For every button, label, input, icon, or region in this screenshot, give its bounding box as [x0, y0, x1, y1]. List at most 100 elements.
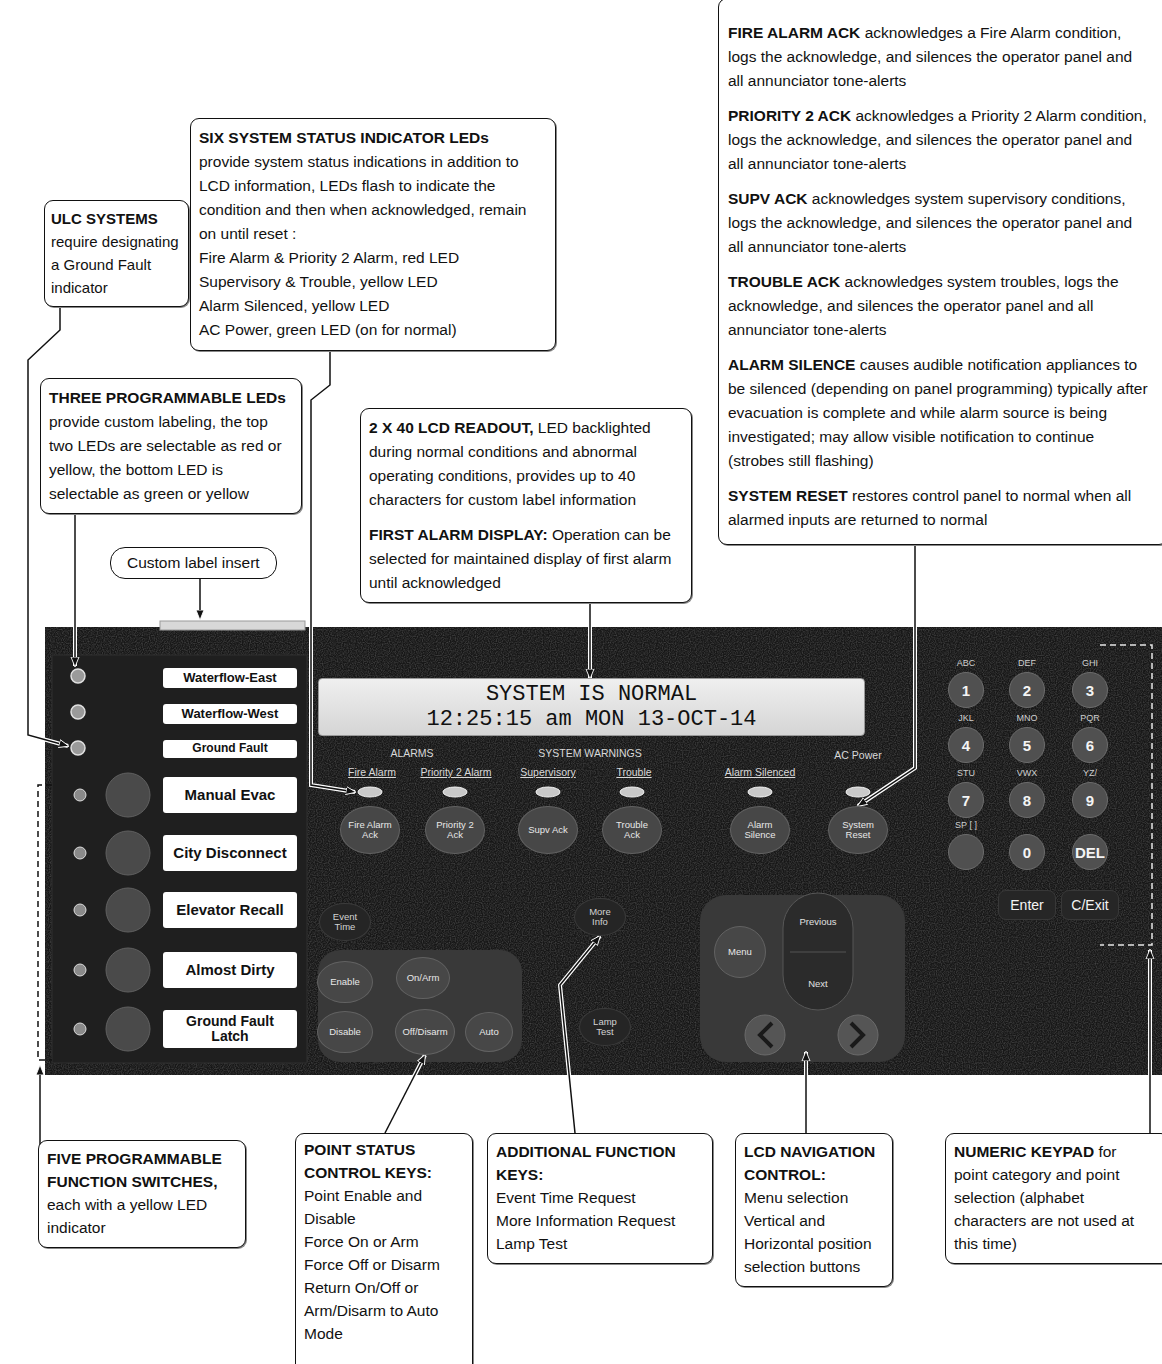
- label-insert: Waterflow-West: [163, 704, 297, 724]
- callout-heading: ADDITIONAL FUNCTION KEYS:: [496, 1143, 676, 1183]
- callout-heading: SYSTEM RESET: [728, 487, 848, 504]
- panel-button: On/Arm: [396, 957, 450, 999]
- button-text: Lamp Test: [586, 1017, 624, 1038]
- callout-text: Force Off or Disarm: [304, 1256, 440, 1273]
- keypad-key: ABC1: [948, 672, 984, 708]
- callout-text: AC Power, green LED (on for normal): [199, 321, 457, 338]
- leader-halo: [588, 603, 592, 678]
- callout-box: SIX SYSTEM STATUS INDICATOR LEDsprovide …: [190, 118, 556, 351]
- callout-text: Return On/Off or Arm/Disarm to Auto Mode: [304, 1279, 438, 1342]
- label-insert: City Disconnect: [163, 835, 297, 871]
- callout-heading: FIRST ALARM DISPLAY:: [369, 526, 548, 543]
- lcd-readout: SYSTEM IS NORMAL12:25:15 am MON 13-OCT-1…: [318, 678, 865, 736]
- keypad-key: VWX8: [1009, 782, 1045, 818]
- keypad-key: GHI3: [1072, 672, 1108, 708]
- keypad-key: STU7: [948, 782, 984, 818]
- button-text: System Reset: [835, 820, 881, 841]
- panel-button: Priority 2 Ack: [425, 806, 485, 854]
- keypad-key: DEL: [1072, 834, 1108, 870]
- programmable-led: [71, 669, 85, 683]
- rocker-divider: [790, 952, 846, 953]
- key-digit: 9: [1086, 792, 1094, 809]
- label-text: Almost Dirty: [185, 962, 274, 979]
- callout-box: ULC SYSTEMS require designating a Ground …: [44, 200, 189, 307]
- callout-text: provide custom labeling, the top two LED…: [49, 413, 282, 502]
- leader-line: [858, 545, 915, 806]
- label-strip: [52, 655, 307, 1063]
- key-letters: DEF: [1018, 658, 1036, 668]
- function-switch: [106, 773, 150, 817]
- callout-text: require designating a Ground Fault indic…: [51, 233, 179, 296]
- callout-heading: ULC SYSTEMS: [51, 210, 158, 227]
- callout-heading: NUMERIC KEYPAD: [954, 1143, 1094, 1160]
- indicator-label: Trouble: [616, 766, 651, 778]
- label-insert: Ground Fault Latch: [163, 1010, 297, 1048]
- keypad-key: Enter: [998, 890, 1056, 920]
- key-digit: 1: [962, 682, 970, 699]
- callout-text: Vertical and Horizontal position selecti…: [744, 1212, 872, 1275]
- key-digit: 8: [1023, 792, 1031, 809]
- label-text: City Disconnect: [173, 845, 286, 862]
- button-text: Previous: [800, 917, 837, 927]
- keypad-key: 0: [1009, 834, 1045, 870]
- label-text: Waterflow-East: [183, 671, 276, 685]
- callout-text: Event Time Request: [496, 1189, 636, 1206]
- leader-connector: [385, 1055, 425, 1133]
- panel-button: Auto: [465, 1012, 513, 1052]
- callout-text: Point Enable and Disable: [304, 1187, 422, 1227]
- button-text: Priority 2 Ack: [432, 820, 478, 841]
- indicator-label: Fire Alarm: [348, 766, 396, 778]
- button-text: More Info: [581, 907, 619, 928]
- callout-heading: ALARM SILENCE: [728, 356, 855, 373]
- key-letters: YZ/: [1083, 768, 1097, 778]
- leader-line: [385, 1055, 425, 1133]
- panel-button: Next: [787, 964, 849, 1004]
- lcd-line: SYSTEM IS NORMAL: [325, 682, 858, 707]
- panel-button: Menu: [714, 926, 766, 978]
- label-insert: Waterflow-East: [163, 668, 297, 688]
- panel-button: Enable: [317, 961, 373, 1003]
- indicator-label: Alarm Silenced: [725, 766, 796, 778]
- button-text: Off/Disarm: [402, 1027, 447, 1037]
- button-text: Fire Alarm Ack: [347, 820, 393, 841]
- callout-text: each with a yellow LED indicator: [47, 1196, 207, 1236]
- leader-arrow: [74, 490, 76, 666]
- indicator-label: AC Power: [834, 749, 881, 761]
- status-led: [358, 787, 382, 797]
- switch-led: [74, 1023, 86, 1035]
- callout-heading: FIVE PROGRAMMABLE FUNCTION SWITCHES,: [47, 1150, 222, 1190]
- callout-heading: THREE PROGRAMMABLE LEDs: [49, 389, 286, 406]
- status-led: [748, 787, 772, 797]
- status-led: [536, 787, 560, 797]
- label-insert: Elevator Recall: [163, 892, 297, 928]
- key-digit: 3: [1086, 682, 1094, 699]
- status-led: [620, 787, 644, 797]
- indicator-label: Supervisory: [520, 766, 575, 778]
- button-text: Auto: [479, 1027, 499, 1037]
- label-text: Ground Fault: [192, 742, 267, 755]
- label-text: Elevator Recall: [176, 902, 284, 919]
- status-led: [443, 787, 467, 797]
- panel-button: System Reset: [828, 806, 888, 854]
- lcd-line: 12:25:15 am MON 13-OCT-14: [325, 707, 858, 732]
- callout-text: Supervisory & Trouble, yellow LED: [199, 273, 438, 290]
- label-text: Ground Fault Latch: [167, 1014, 293, 1045]
- key-digit: 2: [1023, 682, 1031, 699]
- panel-button: Supv Ack: [518, 806, 578, 854]
- button-text: Menu: [728, 947, 752, 957]
- switch-led: [74, 904, 86, 916]
- function-switch: [106, 948, 150, 992]
- key-digit: 7: [962, 792, 970, 809]
- programmable-led: [71, 741, 85, 755]
- button-text: Trouble Ack: [609, 820, 655, 841]
- previous-next-rocker: [783, 893, 853, 1010]
- callout-text: provide system status indications in add…: [199, 153, 526, 242]
- keypad-key: SP [ ]: [948, 834, 984, 870]
- callout-box: POINT STATUS CONTROL KEYS:Point Enable a…: [295, 1133, 473, 1364]
- switch-bracket: [38, 785, 52, 1060]
- key-letters: GHI: [1082, 658, 1098, 668]
- keypad-key: PQR6: [1072, 727, 1108, 763]
- panel-button: More Info: [574, 898, 626, 936]
- panel-button: Fire Alarm Ack: [340, 806, 400, 854]
